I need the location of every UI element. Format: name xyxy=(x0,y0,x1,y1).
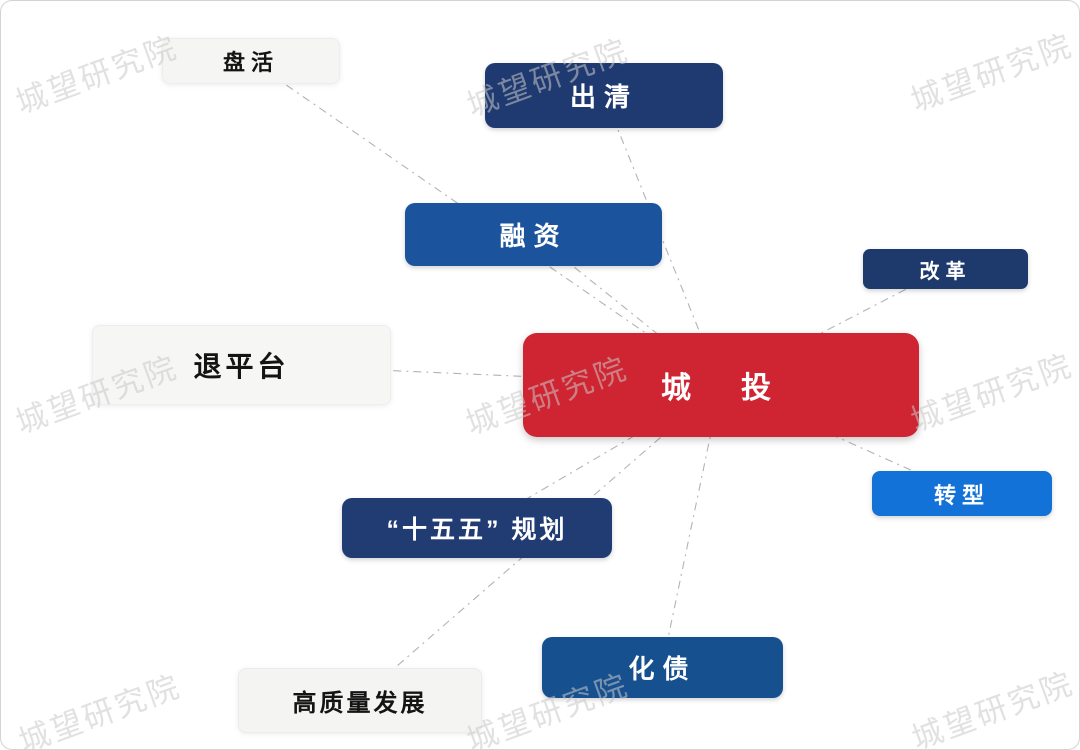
node-gaige-label: 改革 xyxy=(919,260,972,283)
node-zhuanxing-label: 转型 xyxy=(933,482,990,508)
node-gaozhiliang-fazhan-label: 高质量发展 xyxy=(292,690,428,717)
connector-chuqing xyxy=(603,94,722,386)
node-chengtou-label: 城 投 xyxy=(661,372,781,405)
node-rongzi-label: 融资 xyxy=(499,221,568,251)
node-shiwuwu-guihua: “十五五” 规划 xyxy=(342,498,612,558)
node-panhuo: 盘活 xyxy=(162,38,340,84)
node-chuqing-label: 出清 xyxy=(569,82,638,112)
node-gaige: 改革 xyxy=(863,249,1028,289)
node-chengtou-center: 城 投 xyxy=(523,333,919,437)
node-tuipingtai: 退平台 xyxy=(92,325,391,405)
node-huazhai-label: 化债 xyxy=(628,654,697,684)
node-tuipingtai-label: 退平台 xyxy=(193,351,290,382)
node-rongzi: 融资 xyxy=(405,203,662,266)
node-chuqing: 出清 xyxy=(485,63,723,128)
node-zhuanxing: 转型 xyxy=(872,471,1052,516)
node-huazhai: 化债 xyxy=(542,637,783,698)
node-gaozhiliang-fazhan: 高质量发展 xyxy=(238,668,482,733)
node-shiwuwu-guihua-label: “十五五” 规划 xyxy=(386,516,568,544)
node-panhuo-label: 盘活 xyxy=(222,50,279,75)
connector-huazhai xyxy=(661,384,722,668)
